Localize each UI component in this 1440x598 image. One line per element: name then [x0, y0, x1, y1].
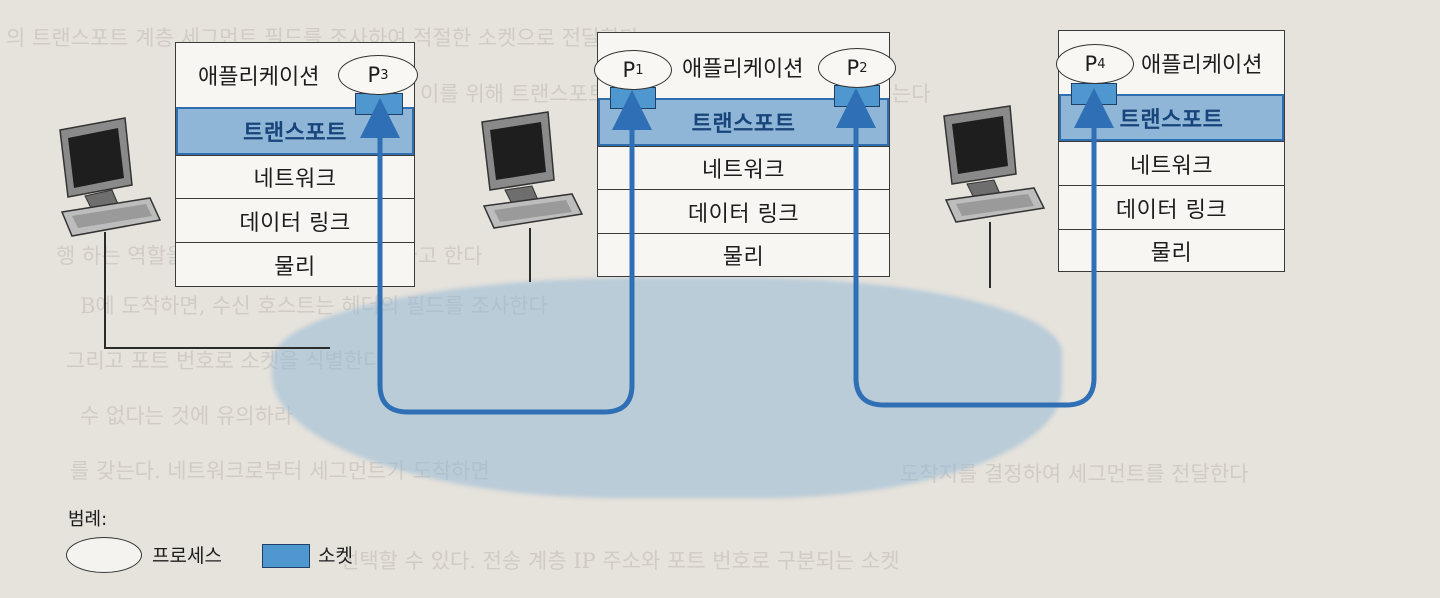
host-1-network-layer: 네트워크 [176, 155, 414, 198]
background-text-6: 수 없다는 것에 유의하라 [80, 404, 294, 428]
host-1-physical-layer: 물리 [176, 242, 414, 286]
process-p2-name: P [846, 56, 860, 80]
host-1-application-label: 애플리케이션 [198, 65, 320, 90]
host-3-physical-layer: 물리 [1059, 229, 1284, 271]
process-p3-name: P [367, 63, 381, 87]
host-3-application-label: 애플리케이션 [1141, 53, 1263, 78]
background-text-9: 선택할 수 있다. 전송 계층 IP 주소와 포트 번호로 구분되는 소켓 [340, 549, 900, 573]
host-2-physical-layer: 물리 [598, 233, 889, 276]
process-p2-sub: 2 [859, 60, 868, 76]
computer-2-icon [481, 111, 584, 229]
host-2-application-label: 애플리케이션 [682, 57, 804, 82]
legend-process-symbol [66, 537, 142, 573]
process-p3-sub: 3 [380, 67, 389, 83]
legend-process-label: 프로세스 [152, 545, 222, 567]
host-1-datalink-layer: 데이터 링크 [176, 198, 414, 242]
computer-1-icon [59, 117, 162, 237]
process-p4-name: P [1084, 52, 1098, 76]
host-1-cable [104, 232, 330, 349]
host-3-datalink-layer: 데이터 링크 [1059, 185, 1284, 229]
process-p1-name: P [622, 58, 636, 82]
legend-title: 범례: [68, 509, 108, 530]
process-p1-sub: 1 [635, 62, 644, 78]
host-2-network-layer: 네트워크 [598, 146, 889, 189]
legend-socket-symbol [262, 544, 310, 568]
computer-3-icon [943, 105, 1046, 223]
network-cloud [272, 278, 1062, 498]
process-p4-sub: 4 [1097, 56, 1106, 72]
legend-socket-label: 소켓 [318, 545, 353, 567]
connection-p2-p4 [853, 88, 1114, 408]
host-2-datalink-layer: 데이터 링크 [598, 189, 889, 233]
host-3-network-layer: 네트워크 [1059, 141, 1284, 185]
connection-p3-p1 [377, 90, 652, 415]
